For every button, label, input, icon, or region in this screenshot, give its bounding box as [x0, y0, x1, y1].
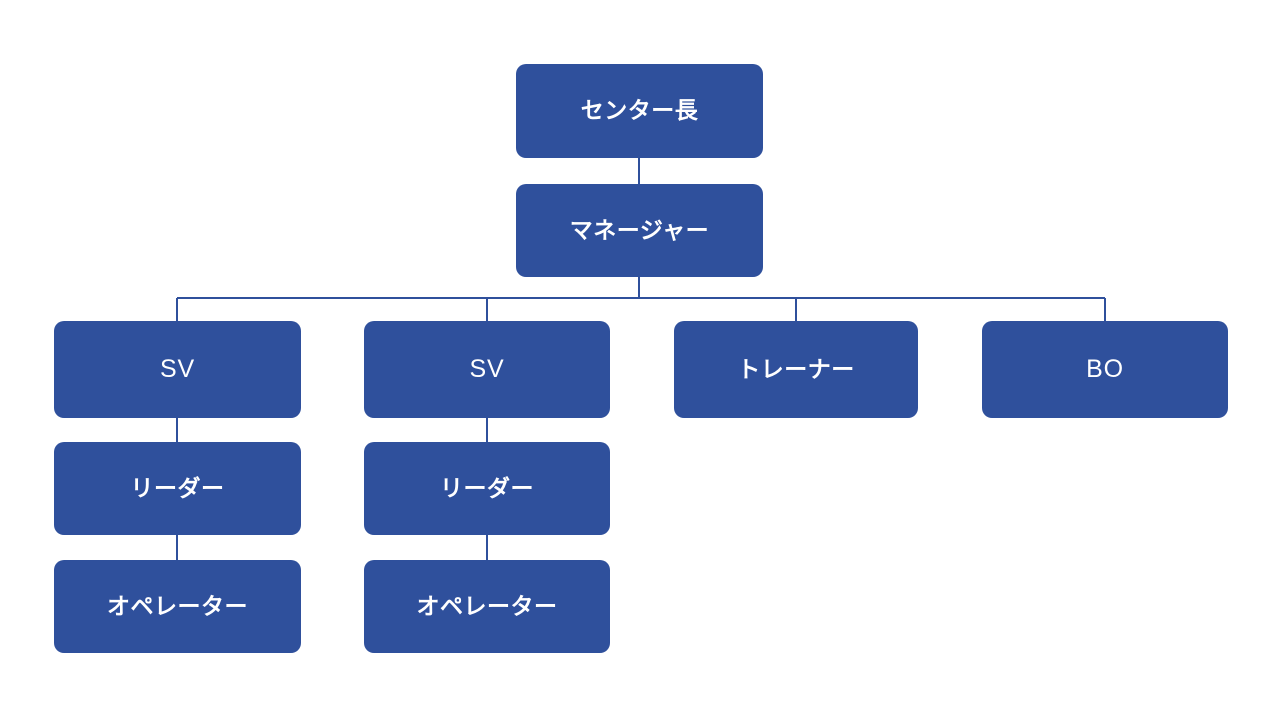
node-leader-2[interactable]: リーダー [364, 442, 610, 535]
node-sv-1[interactable]: SV [54, 321, 301, 418]
node-leader-1[interactable]: リーダー [54, 442, 301, 535]
node-label-sv-2: SV [469, 354, 505, 383]
node-bo[interactable]: BO [982, 321, 1228, 418]
node-label-operator-1: オペレーター [107, 592, 248, 619]
node-manager[interactable]: マネージャー [516, 184, 763, 277]
node-operator-2[interactable]: オペレーター [364, 560, 610, 653]
node-label-sv-1: SV [160, 354, 195, 383]
node-center-manager[interactable]: センター長 [516, 64, 763, 158]
node-label-trainer: トレーナー [737, 355, 855, 382]
node-sv-2[interactable]: SV [364, 321, 610, 418]
node-trainer[interactable]: トレーナー [674, 321, 918, 418]
node-operator-1[interactable]: オペレーター [54, 560, 301, 653]
node-label-leader-2: リーダー [440, 474, 534, 501]
node-label-leader-1: リーダー [130, 474, 225, 501]
node-label-bo: BO [1086, 354, 1124, 383]
node-label-operator-2: オペレーター [416, 592, 558, 619]
node-label-center-manager: センター長 [580, 97, 699, 124]
node-label-manager: マネージャー [569, 216, 710, 243]
